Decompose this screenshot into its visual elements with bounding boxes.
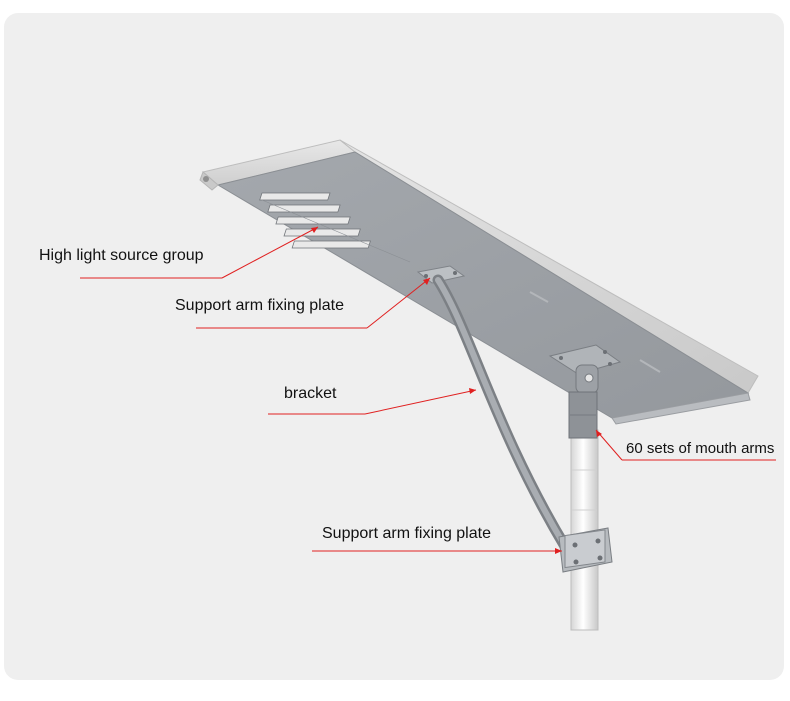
mouth-arm-mount [548,344,622,439]
light-pole [570,429,599,631]
label-support-arm-fixing-plate-top: Support arm fixing plate [175,297,344,314]
lamp-housing [199,139,759,425]
label-bracket: bracket [284,385,337,402]
bracket-arm [432,274,572,554]
label-support-arm-fixing-plate-bottom: Support arm fixing plate [322,525,491,542]
leader-lines [80,226,776,554]
label-high-light-source-group: High light source group [39,247,204,264]
leader-bracket [268,388,477,415]
leader-mouth-arms [595,429,776,461]
bottom-fixing-plate [558,527,613,573]
leader-light-source [80,226,319,279]
led-array [259,192,411,263]
label-60-sets-of-mouth-arms: 60 sets of mouth arms [626,440,775,457]
leader-fixing-plate-top [196,277,431,329]
leader-fixing-plate-bottom [312,548,562,554]
